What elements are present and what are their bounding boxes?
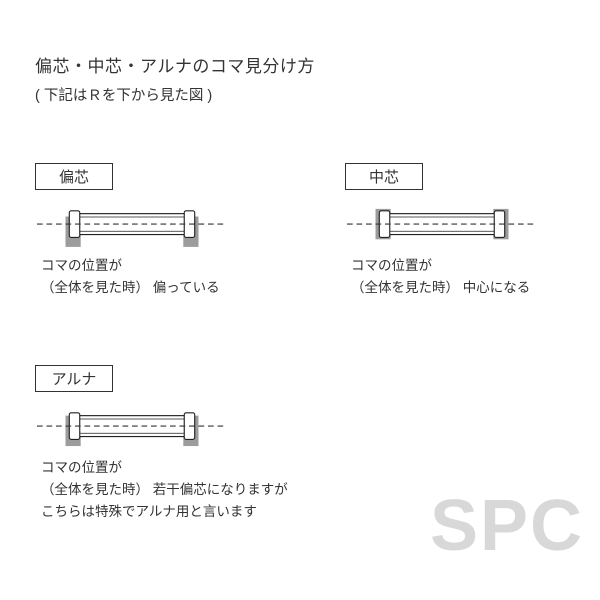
label-box-aruna: アルナ [35, 365, 113, 392]
spool-diagram-eccentric-icon [37, 210, 227, 247]
label-aruna: アルナ [51, 371, 97, 388]
diagram-aruna [37, 403, 227, 453]
section-aruna: アルナ コマの位置が （全体を見た時） 若干偏芯になりますが こちらは特殊でアル… [35, 365, 288, 523]
desc-line: こちらは特殊でアルナ用と言います [41, 504, 257, 519]
diagram-hensin [37, 201, 227, 251]
label-hensin: 偏芯 [58, 169, 89, 186]
spool-diagram-slightly-eccentric-icon [37, 412, 227, 447]
desc-line: コマの位置が [41, 258, 122, 273]
desc-aruna: コマの位置が （全体を見た時） 若干偏芯になりますが こちらは特殊でアルナ用と言… [41, 457, 288, 523]
desc-hensin: コマの位置が （全体を見た時） 偏っている [41, 255, 227, 299]
label-chushin: 中芯 [368, 169, 399, 186]
spc-watermark: SPC [429, 486, 584, 566]
page-subtitle: ( 下記はＲを下から見た図 ) [35, 88, 213, 104]
desc-line: （全体を見た時） 偏っている [41, 280, 220, 295]
desc-line: コマの位置が [41, 460, 122, 475]
desc-line: （全体を見た時） 中心になる [351, 280, 531, 295]
section-chushin: 中芯 コマの位置が （全体を見た時） 中心になる [345, 163, 537, 299]
label-box-hensin: 偏芯 [35, 163, 113, 190]
label-box-chushin: 中芯 [345, 163, 423, 190]
section-hensin: 偏芯 コマの位置が （全体を見た時） 偏っている [35, 163, 227, 299]
desc-line: コマの位置が [351, 258, 432, 273]
desc-line: （全体を見た時） 若干偏芯になりますが [41, 482, 288, 497]
desc-chushin: コマの位置が （全体を見た時） 中心になる [351, 255, 537, 299]
diagram-chushin [347, 201, 537, 251]
spool-diagram-centered-icon [347, 208, 537, 240]
page-title: 偏芯・中芯・アルナのコマ見分け方 [35, 57, 315, 76]
